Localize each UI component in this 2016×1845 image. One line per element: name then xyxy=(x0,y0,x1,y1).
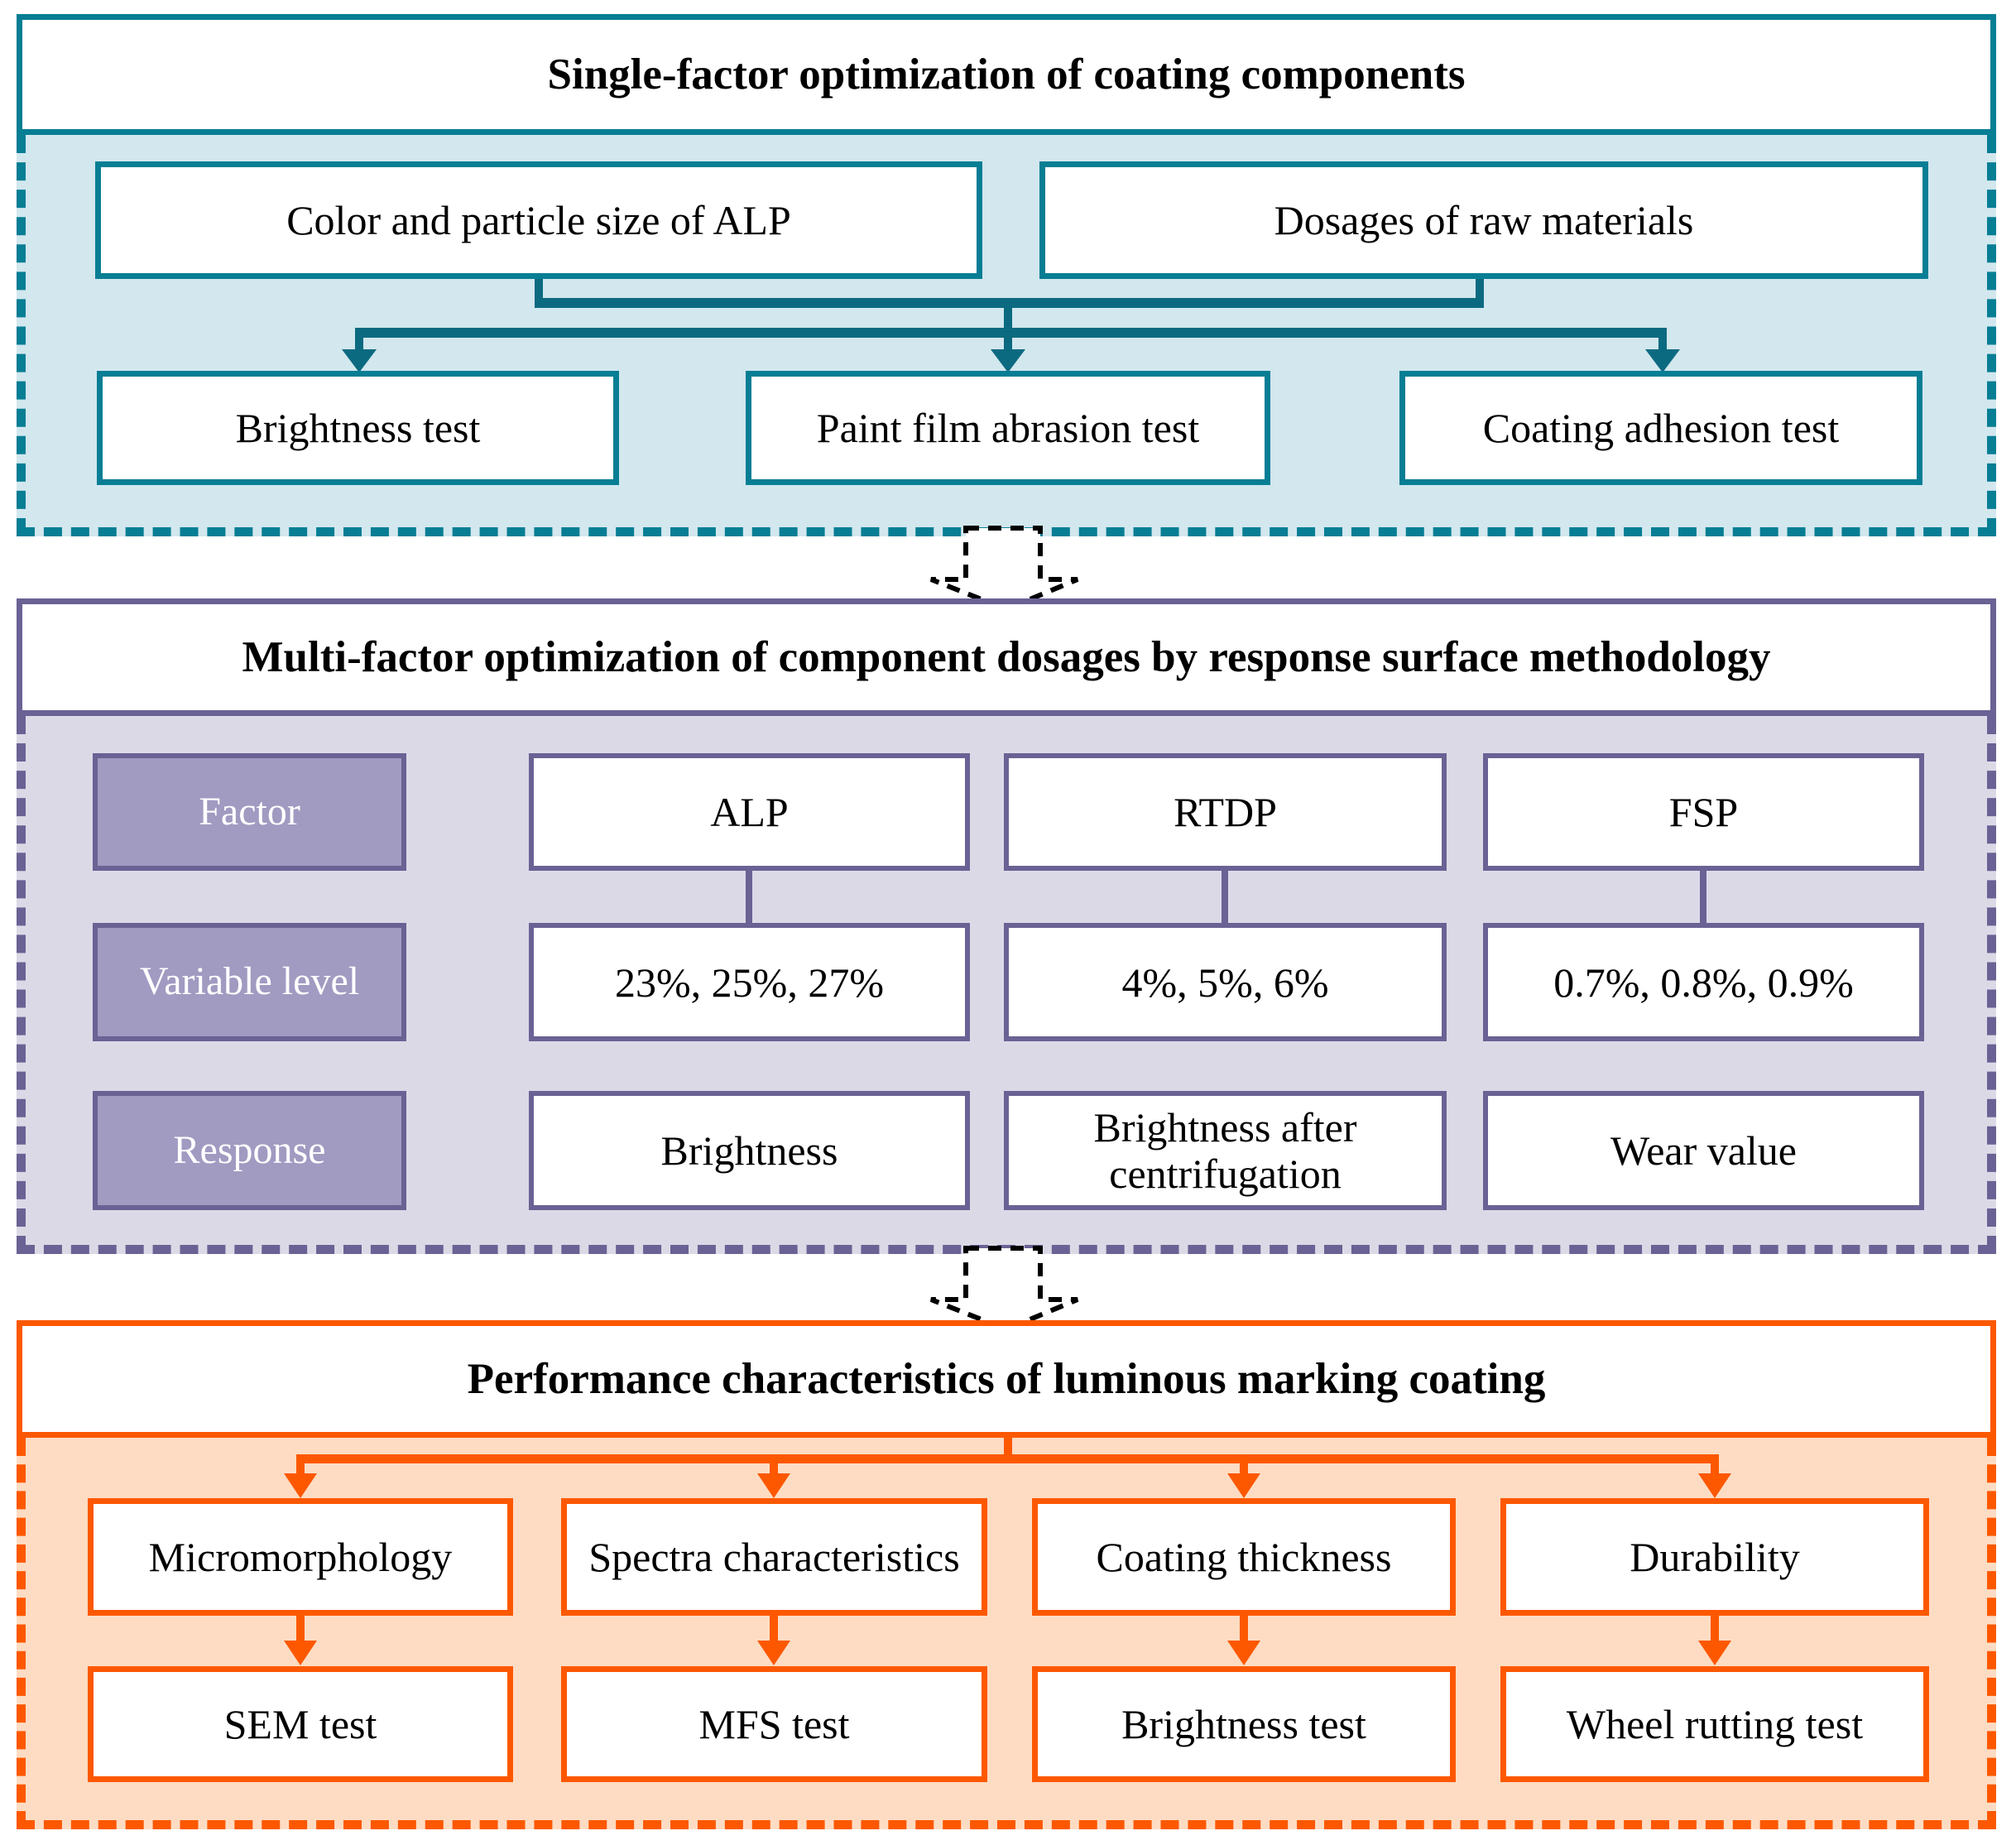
box-label: Coating thickness xyxy=(1096,1534,1392,1580)
section-title-text: Multi-factor optimization of component d… xyxy=(242,632,1771,681)
arrow-stem xyxy=(355,328,363,353)
box-label: SEM test xyxy=(223,1701,377,1747)
box-label: 0.7%, 0.8%, 0.9% xyxy=(1553,959,1854,1006)
box-factor-alp: ALP xyxy=(529,753,970,871)
box-label: Wear value xyxy=(1610,1127,1797,1174)
connector-fsp-level xyxy=(1700,871,1706,923)
box-label: Brightness test xyxy=(235,405,481,451)
single-factor-section-title: Single-factor optimization of coating co… xyxy=(17,14,1996,135)
box-label: Color and particle size of ALP xyxy=(286,197,791,243)
multi-factor-section-title: Multi-factor optimization of component d… xyxy=(17,598,1996,716)
box-coating-adhesion-test: Coating adhesion test xyxy=(1399,371,1922,485)
box-level-fsp: 0.7%, 0.8%, 0.9% xyxy=(1483,923,1924,1041)
section-title-text: Single-factor optimization of coating co… xyxy=(547,50,1466,98)
box-label: MFS test xyxy=(698,1701,850,1747)
connector-stub-left xyxy=(535,279,543,304)
label-variable-level: Variable level xyxy=(93,923,406,1041)
arrow-stem xyxy=(296,1454,305,1477)
connector-alp-level xyxy=(746,871,752,923)
box-wheel-rutting-test: Wheel rutting test xyxy=(1500,1666,1929,1782)
box-factor-rtdp: RTDP xyxy=(1004,753,1447,871)
connector-stub-right xyxy=(1476,279,1484,304)
label-text: Response xyxy=(173,1127,326,1172)
arrow-down-icon xyxy=(1698,1473,1731,1498)
label-text: Factor xyxy=(199,789,300,834)
box-brightness-test-bottom: Brightness test xyxy=(1032,1666,1456,1782)
box-response-wear-value: Wear value xyxy=(1483,1091,1924,1210)
arrow-down-icon xyxy=(284,1641,317,1665)
box-label: Brightness test xyxy=(1121,1701,1366,1747)
connector-rtdp-level xyxy=(1222,871,1228,923)
connector-center-drop xyxy=(1004,1438,1012,1461)
arrow-down-icon xyxy=(1645,349,1680,372)
box-spectra-characteristics: Spectra characteristics xyxy=(561,1498,987,1616)
arrow-down-icon xyxy=(757,1473,790,1498)
arrow-stem xyxy=(1240,1616,1248,1642)
arrow-down-icon xyxy=(1227,1641,1260,1665)
arrow-stem xyxy=(296,1616,305,1642)
arrow-stem xyxy=(770,1454,778,1477)
box-label: Wheel rutting test xyxy=(1566,1701,1864,1747)
box-label: FSP xyxy=(1668,789,1739,835)
box-response-brightness: Brightness xyxy=(529,1091,970,1210)
box-label: RTDP xyxy=(1174,789,1277,835)
box-label: ALP xyxy=(710,789,789,835)
connector-branch-line xyxy=(297,1454,1716,1463)
box-mfs-test: MFS test xyxy=(561,1666,987,1782)
connector-center-drop xyxy=(1004,298,1012,333)
box-color-particle-size-alp: Color and particle size of ALP xyxy=(95,161,982,279)
label-factor: Factor xyxy=(93,753,406,871)
box-label: Micromorphology xyxy=(148,1534,453,1580)
box-label: Durability xyxy=(1630,1534,1800,1580)
box-level-rtdp: 4%, 5%, 6% xyxy=(1004,923,1447,1041)
arrow-stem xyxy=(1711,1454,1719,1477)
box-dosages-raw-materials: Dosages of raw materials xyxy=(1039,161,1928,279)
section-title-text: Performance characteristics of luminous … xyxy=(467,1354,1546,1403)
arrow-stem xyxy=(1658,328,1667,353)
box-label: 23%, 25%, 27% xyxy=(615,959,884,1006)
arrow-down-icon xyxy=(1227,1473,1260,1498)
label-response: Response xyxy=(93,1091,406,1210)
box-brightness-test: Brightness test xyxy=(97,371,619,485)
box-durability: Durability xyxy=(1500,1498,1929,1616)
arrow-stem xyxy=(1004,328,1012,353)
flow-down-arrow-icon xyxy=(929,1246,1079,1333)
box-label: 4%, 5%, 6% xyxy=(1121,959,1329,1006)
arrow-down-icon xyxy=(284,1473,317,1498)
box-label: Brightness xyxy=(660,1127,838,1174)
box-label: Brightness after centrifugation xyxy=(1093,1104,1357,1197)
box-sem-test: SEM test xyxy=(88,1666,513,1782)
box-label: Coating adhesion test xyxy=(1482,405,1840,451)
arrow-down-icon xyxy=(1698,1641,1731,1665)
arrow-down-icon xyxy=(757,1641,790,1665)
box-micromorphology: Micromorphology xyxy=(88,1498,513,1616)
box-coating-thickness: Coating thickness xyxy=(1032,1498,1456,1616)
box-label: Dosages of raw materials xyxy=(1274,197,1694,243)
arrow-down-icon xyxy=(991,349,1025,372)
arrow-stem xyxy=(1711,1616,1719,1642)
box-label: Spectra characteristics xyxy=(588,1534,960,1580)
box-label: Paint film abrasion test xyxy=(816,405,1200,451)
box-factor-fsp: FSP xyxy=(1483,753,1924,871)
label-text: Variable level xyxy=(139,959,360,1004)
performance-section-title: Performance characteristics of luminous … xyxy=(17,1320,1996,1438)
box-response-brightness-centrifugation: Brightness after centrifugation xyxy=(1004,1091,1447,1210)
box-level-alp: 23%, 25%, 27% xyxy=(529,923,970,1041)
flow-down-arrow-icon xyxy=(929,526,1079,613)
arrow-down-icon xyxy=(342,349,377,372)
arrow-stem xyxy=(770,1616,778,1642)
arrow-stem xyxy=(1240,1454,1248,1477)
box-paint-film-abrasion-test: Paint film abrasion test xyxy=(746,371,1270,485)
